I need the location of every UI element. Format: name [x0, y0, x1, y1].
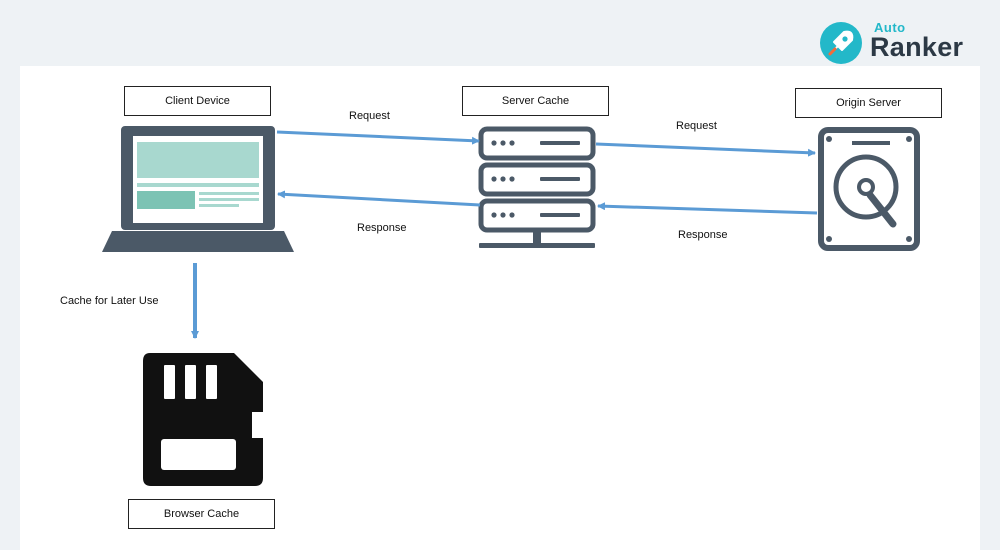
arrow-server-to-client [277, 190, 481, 207]
browser-cache-label: Browser Cache [128, 499, 275, 529]
laptop-icon [102, 126, 294, 252]
autoranker-logo: Auto Ranker [818, 18, 978, 66]
origin-server-label: Origin Server [795, 88, 942, 118]
server-rack-icon [478, 126, 596, 248]
hard-drive-icon [818, 127, 920, 251]
logo-big-text: Ranker [870, 32, 964, 62]
request-label-client-server: Request [349, 110, 390, 122]
response-label-origin-server: Response [678, 229, 728, 241]
arrow-origin-to-server [597, 202, 818, 215]
arrow-client-to-server [276, 130, 480, 145]
logo-small-text: Auto [874, 20, 906, 35]
server-cache-label: Server Cache [462, 86, 609, 116]
sd-card-icon [143, 353, 263, 486]
request-label-server-origin: Request [676, 120, 717, 132]
arrow-server-to-origin [595, 142, 816, 157]
response-label-server-client: Response [357, 222, 407, 234]
client-device-label: Client Device [124, 86, 271, 116]
cache-for-later-use-label: Cache for Later Use [60, 295, 159, 307]
rocket-logo-icon [820, 22, 862, 64]
